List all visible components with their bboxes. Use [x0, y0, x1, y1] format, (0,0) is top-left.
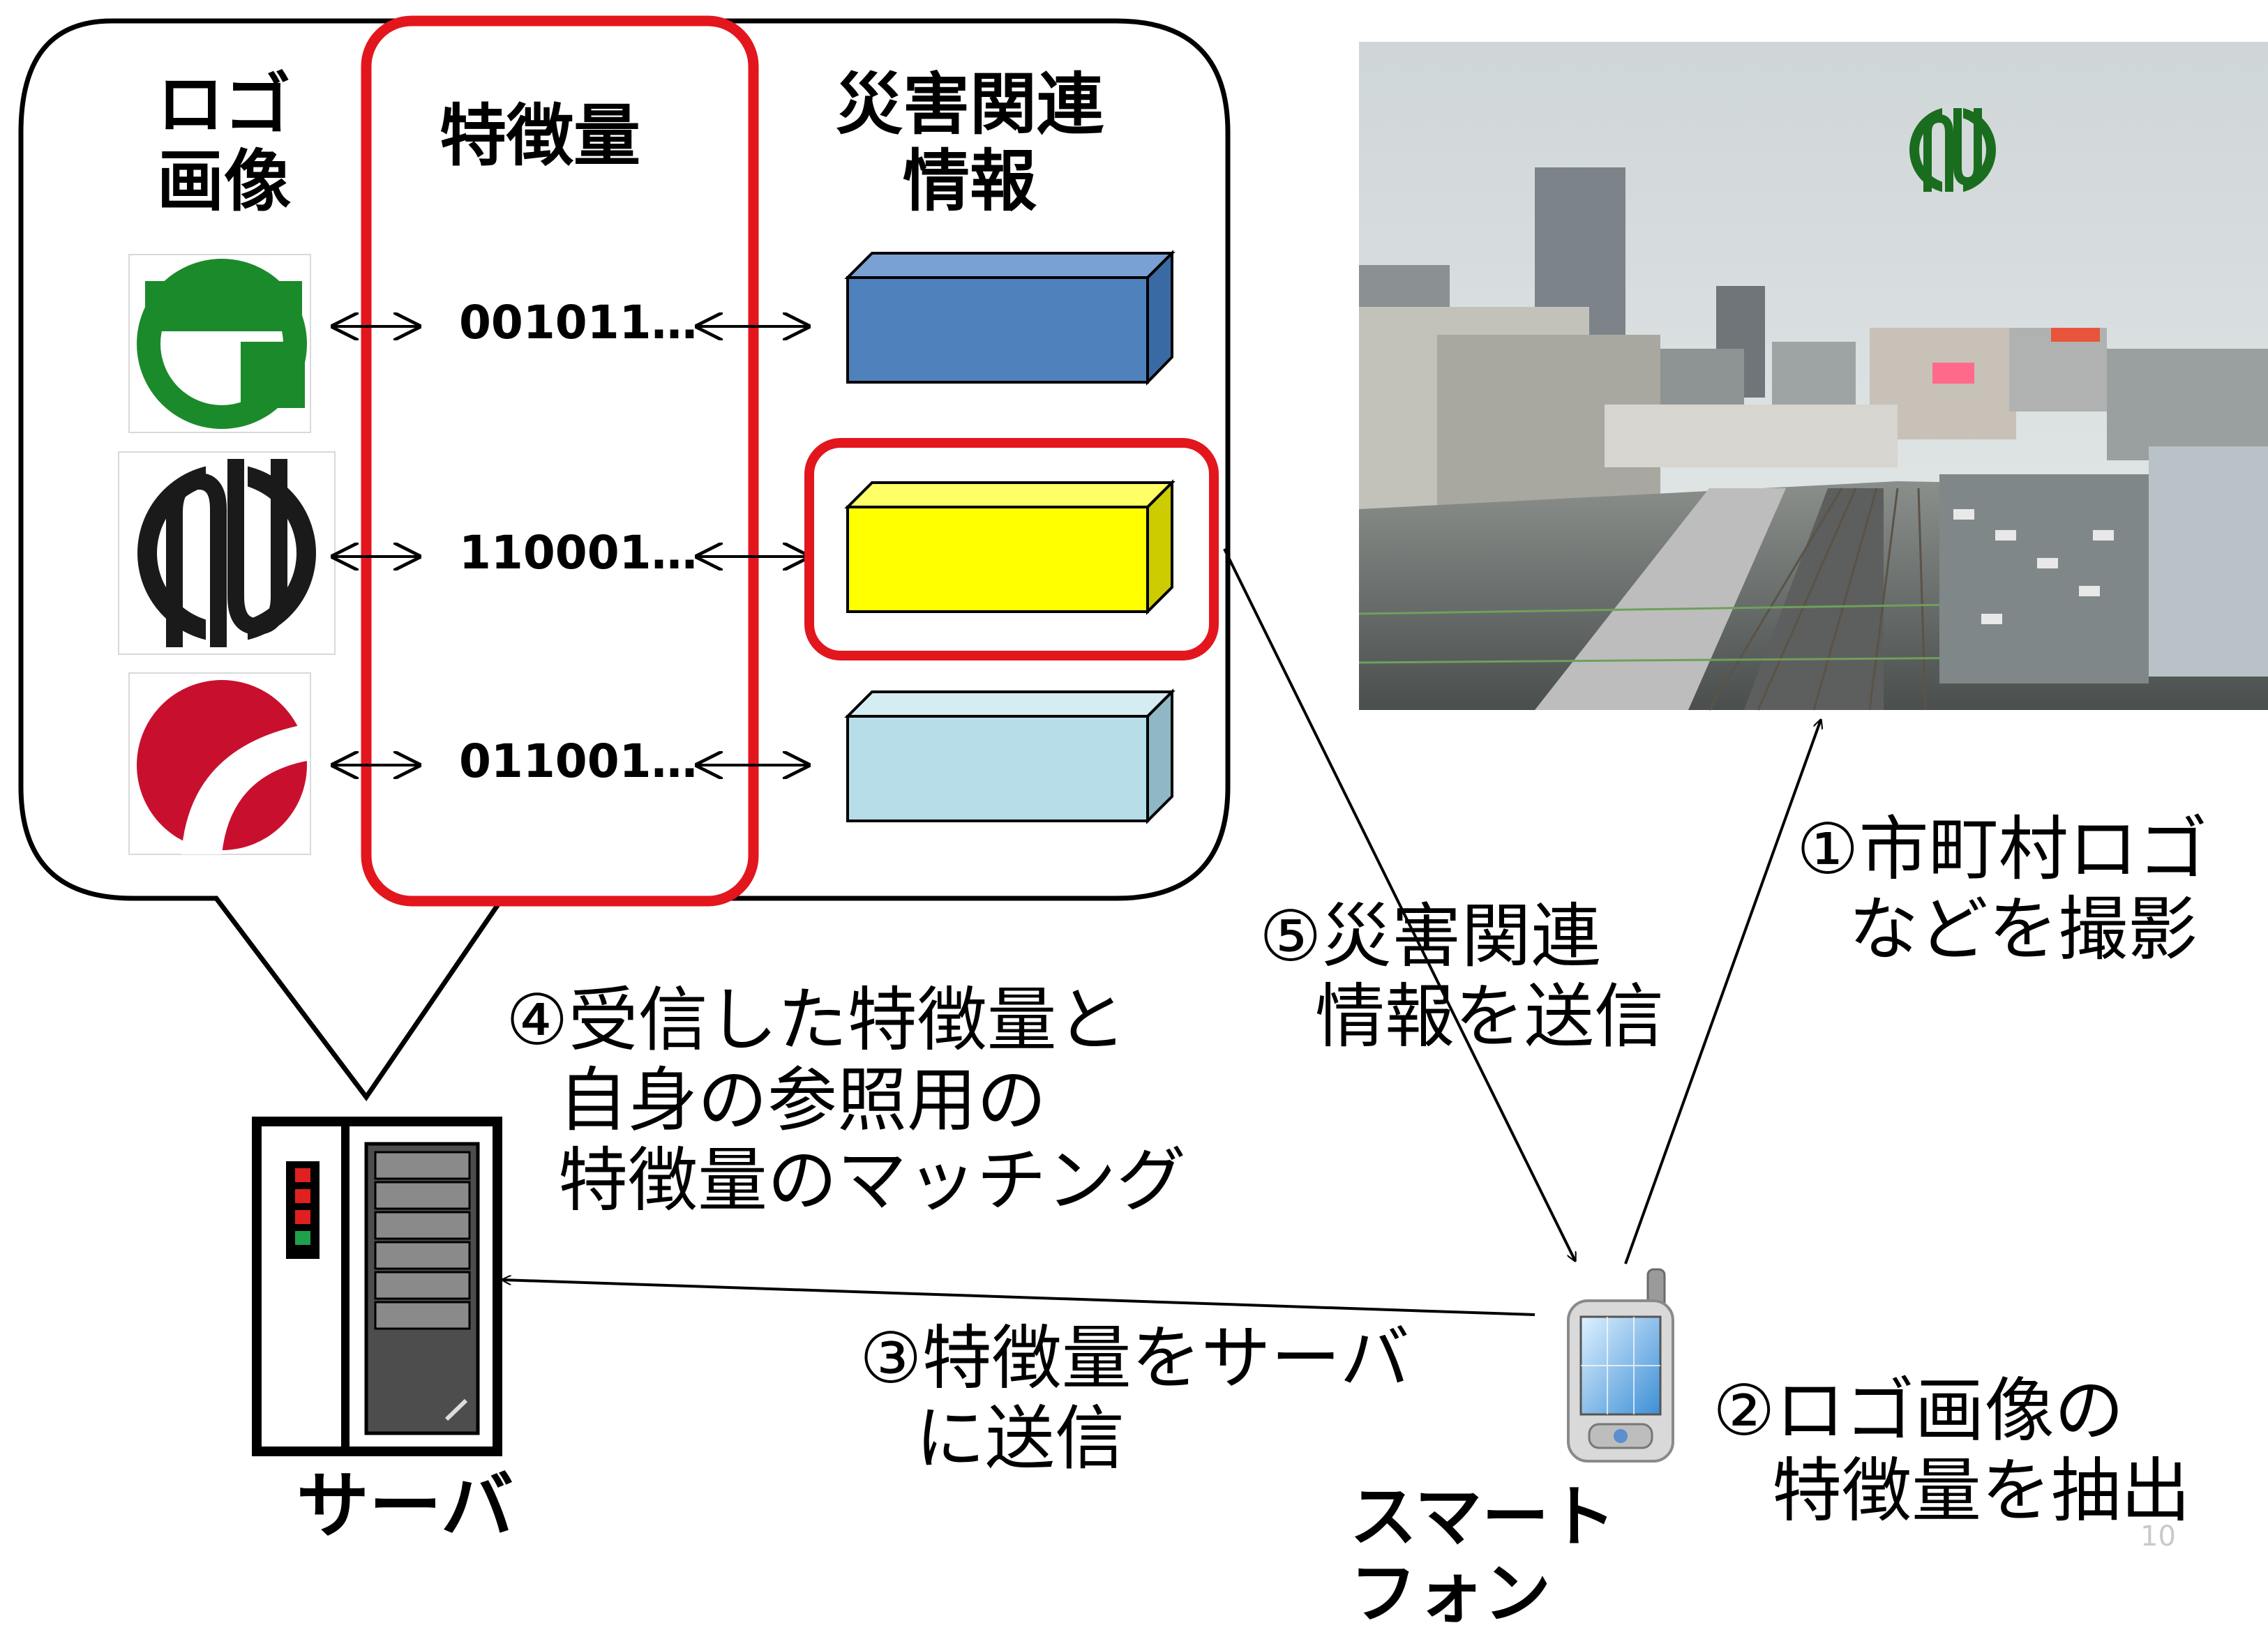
logo-green-icon — [128, 254, 311, 433]
arrow-step3 — [502, 1280, 1535, 1316]
selected-info-highlight — [804, 438, 1219, 660]
step3-label: ③特徴量をサーバ に送信 — [859, 1318, 1410, 1479]
header-logo-image-line2: 画像 — [157, 142, 291, 221]
logo-red-icon — [128, 672, 311, 855]
step2-label: ②ロゴ画像の 特徴量を抽出 — [1713, 1370, 2191, 1531]
header-disaster-info-line2: 情報 — [903, 142, 1037, 221]
arrow-step5 — [1223, 548, 1577, 1261]
info-box-lightblue — [844, 688, 1176, 824]
step5-line2: 情報を送信 — [1315, 976, 1664, 1057]
municipal-logo-icon — [1909, 105, 1996, 195]
double-arrows — [333, 326, 808, 765]
info-box-yellow — [844, 479, 1176, 615]
header-feature: 特徴量 — [440, 97, 640, 175]
feature-column-highlight — [361, 15, 759, 907]
step4-line1: ④受信した特徴量と — [506, 979, 1127, 1061]
step1-label: ①市町村ロゴ などを撮影 — [1796, 809, 2208, 969]
header-logo-image-line1: ロゴ — [157, 66, 291, 144]
header-disaster-info-line1: 災害関連 — [836, 66, 1104, 144]
feature-code-3: 011001… — [459, 734, 698, 788]
step5-line1: ⑤災害関連 — [1259, 896, 1601, 977]
arrow-step1 — [1624, 720, 1821, 1264]
server-label: サーバ — [296, 1463, 513, 1548]
flow-arrows — [502, 548, 1821, 1316]
step4-line2: 自身の参照用の — [558, 1059, 1046, 1141]
step3-line2: に送信 — [915, 1398, 1125, 1479]
server-icon — [252, 1117, 502, 1456]
step2-line2: 特徴量を抽出 — [1772, 1450, 2191, 1532]
smartphone-label: スマート フォン — [1350, 1479, 1616, 1633]
city-photo — [1358, 42, 2268, 711]
feature-code-1: 001011… — [459, 296, 698, 349]
step1-line1: ①市町村ロゴ — [1796, 808, 2208, 890]
step2-line1: ②ロゴ画像の — [1713, 1370, 2124, 1451]
page-number: 10 — [2140, 1520, 2176, 1553]
header-logo-image: ロゴ 画像 — [157, 66, 291, 220]
step1-line2: などを撮影 — [1849, 889, 2198, 970]
step4-label: ④受信した特徴量と 自身の参照用の 特徴量のマッチング — [506, 980, 1186, 1221]
step3-line1: ③特徴量をサーバ — [859, 1317, 1410, 1399]
feature-code-2: 110001… — [459, 526, 698, 580]
smartphone-label-line1: スマート — [1350, 1478, 1616, 1556]
smartphone-label-line2: フォン — [1350, 1555, 1551, 1633]
step4-line3: 特徴量のマッチング — [558, 1140, 1186, 1221]
step5-label: ⑤災害関連 情報を送信 — [1259, 896, 1664, 1057]
smartphone-icon — [1567, 1268, 1674, 1463]
logo-black-icon — [118, 451, 336, 655]
info-box-blue — [844, 250, 1176, 386]
header-disaster-info: 災害関連 情報 — [836, 66, 1104, 220]
